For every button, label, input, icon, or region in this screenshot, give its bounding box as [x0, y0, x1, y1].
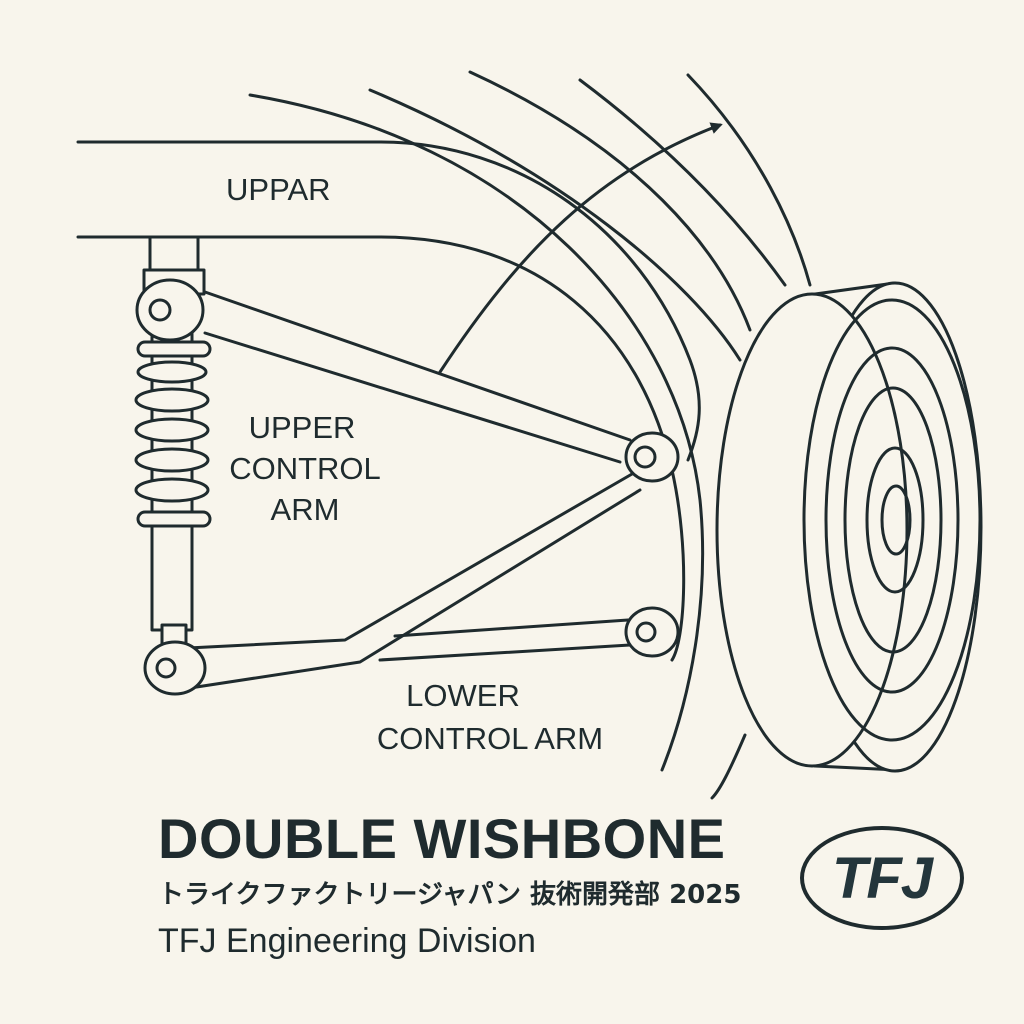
tfj-logo: TFJ	[800, 826, 964, 930]
label-lower-control-arm-line1: LOWER	[406, 678, 520, 713]
upper-control-arm-top-link-inner	[203, 331, 622, 464]
wheel-arc-6	[710, 733, 747, 800]
rim-ring-1	[824, 346, 960, 694]
camber-arrow	[438, 122, 723, 374]
upper-inner-bushing	[135, 278, 205, 342]
rim-outer	[802, 298, 982, 742]
hub-center	[880, 484, 912, 556]
label-lower-control-arm-line2: CONTROL ARM	[377, 721, 603, 756]
chassis-bottom-rail	[76, 235, 686, 662]
wheel-arc-3	[468, 70, 752, 332]
upper-control-arm-top-link	[203, 290, 632, 442]
coil-spring	[134, 340, 212, 528]
tire-face	[715, 292, 909, 768]
hub	[865, 446, 925, 594]
label-uppar: UPPAR	[226, 172, 331, 207]
japanese-subtitle: トライクファクトリージャパン 抜術開発部 2025	[158, 880, 742, 910]
label-upper-control-arm-line2: CONTROL	[229, 451, 381, 486]
lower-inner-bushing	[143, 640, 207, 696]
upper-control-arm-diagonal	[186, 472, 634, 650]
label-upper-control-arm-line3: ARM	[271, 492, 340, 527]
wheel	[715, 281, 983, 773]
label-upper-control-arm-line1: UPPER	[249, 410, 356, 445]
chassis-top-rail	[76, 140, 701, 462]
upper-control-arm-diagonal-inner	[188, 488, 642, 690]
division-name: TFJ Engineering Division	[158, 922, 536, 960]
lower-control-arm-bottom	[378, 643, 632, 662]
upper-ball-joint	[624, 431, 680, 483]
wheel-arc-4	[578, 78, 787, 287]
lower-control-arm-top	[393, 618, 630, 638]
wheel-arc-2	[368, 88, 742, 362]
lower-ball-joint	[624, 606, 680, 658]
wheel-arc-1	[248, 93, 705, 772]
wheel-arc-5	[686, 73, 812, 287]
diagram-title: DOUBLE WISHBONE	[158, 807, 726, 870]
rim-ring-2	[843, 386, 943, 654]
